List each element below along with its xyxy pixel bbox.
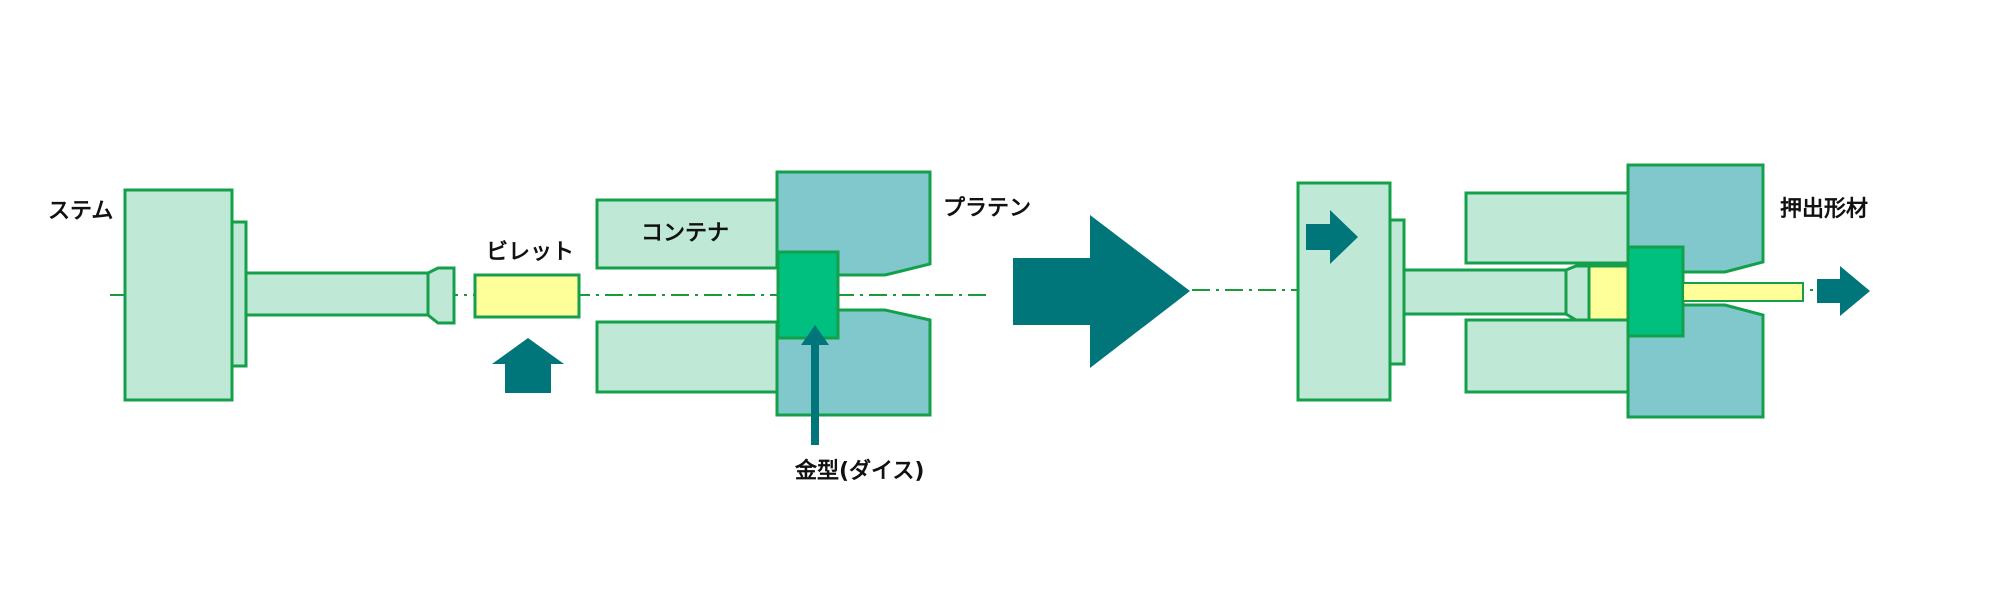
container-label: コンテナ [641, 221, 729, 246]
stem-rod-advanced [1402, 268, 1568, 316]
die-pointer-arrow [801, 325, 829, 445]
container-upper-half-right [1464, 191, 1630, 265]
billet [473, 273, 581, 319]
stem [123, 188, 456, 402]
stem-push-arrow [1306, 210, 1358, 264]
stem-ram-block [123, 188, 234, 402]
die-label: 金型(ダイス) [794, 458, 924, 484]
billet-label: ビレット [486, 240, 574, 265]
container-lower-half-right [1464, 318, 1630, 394]
before-extrusion: ステム ビレット コンテナ プラテン 金型(ダイス) [48, 170, 1031, 484]
container-lower-half [595, 320, 779, 394]
stem-advanced [1296, 181, 1591, 402]
extrudate-label: 押出形材 [1780, 196, 1868, 222]
billet-compressed [1587, 264, 1630, 322]
process-step-arrow [1013, 215, 1190, 368]
container [595, 198, 779, 394]
stem-flange-advanced [1388, 218, 1406, 366]
stem-ram-block-advanced [1296, 181, 1392, 402]
billet-insert-arrow [492, 338, 564, 393]
platen-right [1626, 163, 1765, 419]
extruded-profile [1682, 282, 1804, 302]
extrusion-direction-arrow [1817, 266, 1870, 316]
during-extrusion: 押出形材 [1192, 163, 1870, 419]
platen-label: プラテン [943, 196, 1031, 221]
stem-rod [244, 271, 430, 317]
stem-tip-advanced [1564, 264, 1591, 322]
stem-flange [230, 220, 248, 368]
die [776, 250, 840, 340]
container-right [1464, 191, 1630, 394]
die-right [1626, 245, 1685, 338]
stem-label: ステム [48, 199, 113, 224]
stem-tip [426, 266, 456, 325]
